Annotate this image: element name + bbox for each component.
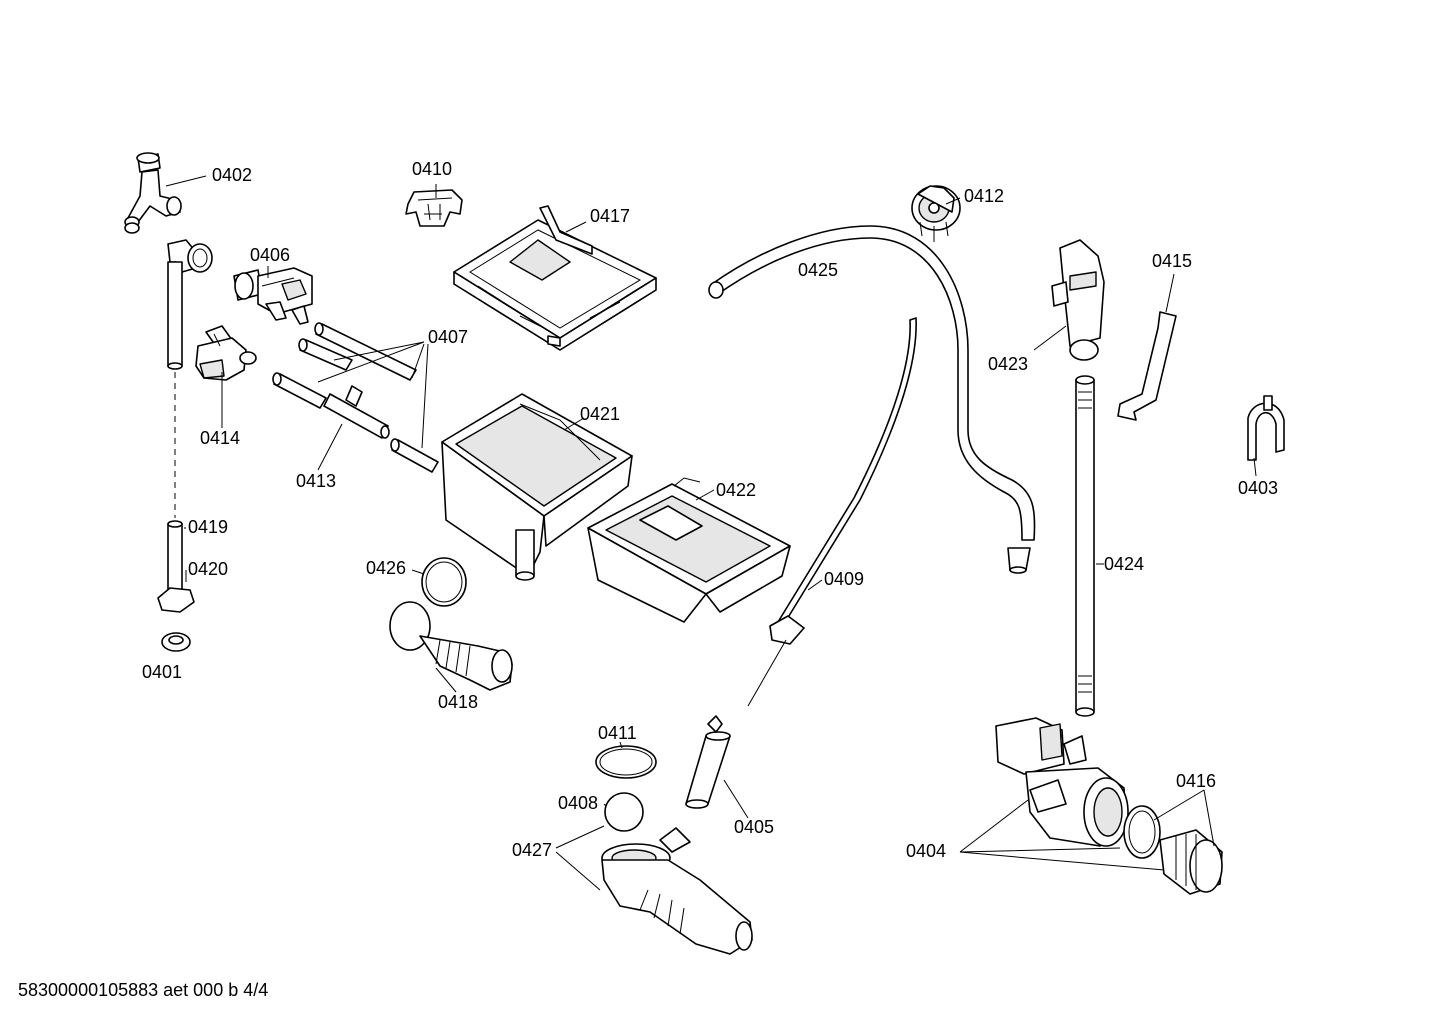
part-0423-pump-body: [1051, 239, 1105, 361]
part-0414-valve: [195, 325, 257, 381]
label-0416: 0416: [1176, 771, 1216, 791]
label-0410: 0410: [412, 159, 452, 179]
part-0409-rod: [747, 317, 917, 707]
part-0403-hose-holder: [1247, 395, 1285, 461]
part-0408-ball: [604, 792, 644, 832]
part-labels: 0402 0410 0417 0412 0406 0425 0415 0407 …: [142, 159, 1278, 861]
part-0413-t-piece: [272, 372, 390, 439]
drawing-reference-footer: 58300000105883 aet 000 b 4/4: [18, 980, 269, 1000]
label-0420: 0420: [188, 559, 228, 579]
part-0421-dispenser-housing: [441, 393, 633, 581]
leader-lines: [165, 175, 1257, 891]
label-0424: 0424: [1104, 554, 1144, 574]
part-0411-seal-ring: [595, 745, 657, 779]
part-0406-inlet-valve: [233, 267, 313, 325]
label-0408: 0408: [558, 793, 598, 813]
label-0406: 0406: [250, 245, 290, 265]
label-0403: 0403: [1238, 478, 1278, 498]
label-0426: 0426: [366, 558, 406, 578]
part-0404-drain-pump: [995, 717, 1129, 847]
label-0413: 0413: [296, 471, 336, 491]
part-0401-washer: [161, 632, 191, 652]
part-0422-detergent-drawer: [587, 477, 791, 623]
part-0418-bellows-hose: [389, 601, 513, 691]
label-0407: 0407: [428, 327, 468, 347]
part-0424-drain-hose: [1075, 375, 1095, 717]
label-0405: 0405: [734, 817, 774, 837]
part-0412-pressure-switch: [911, 185, 961, 242]
part-0405-sensor: [685, 715, 731, 809]
label-0414: 0414: [200, 428, 240, 448]
label-0425: 0425: [798, 260, 838, 280]
label-0409: 0409: [824, 569, 864, 589]
part-0410-clip: [405, 189, 463, 227]
label-0401: 0401: [142, 662, 182, 682]
part-0425-long-hose: [708, 225, 1036, 574]
part-0415-wire-bracket: [1117, 311, 1177, 421]
part-0417-dispenser-lid: [453, 205, 657, 351]
label-0411: 0411: [598, 723, 637, 743]
label-0415: 0415: [1152, 251, 1192, 271]
label-0412: 0412: [964, 186, 1004, 206]
part-0426-gasket: [421, 557, 467, 607]
label-0419: 0419: [188, 517, 228, 537]
label-0427: 0427: [512, 840, 552, 860]
label-0422: 0422: [716, 480, 756, 500]
label-0418: 0418: [438, 692, 478, 712]
part-0407-hoses: [298, 322, 439, 473]
part-0427-sump-hose: [601, 827, 753, 955]
label-0421: 0421: [580, 404, 620, 424]
label-0423: 0423: [988, 354, 1028, 374]
part-0416-filter: [1123, 805, 1223, 895]
label-0404: 0404: [906, 841, 946, 861]
part-0419-inlet-hose-upper: [167, 239, 213, 370]
part-0420-hose-nut: [157, 520, 195, 613]
label-0402: 0402: [212, 165, 252, 185]
label-0417: 0417: [590, 206, 630, 226]
part-0402-y-connector: [124, 152, 182, 234]
